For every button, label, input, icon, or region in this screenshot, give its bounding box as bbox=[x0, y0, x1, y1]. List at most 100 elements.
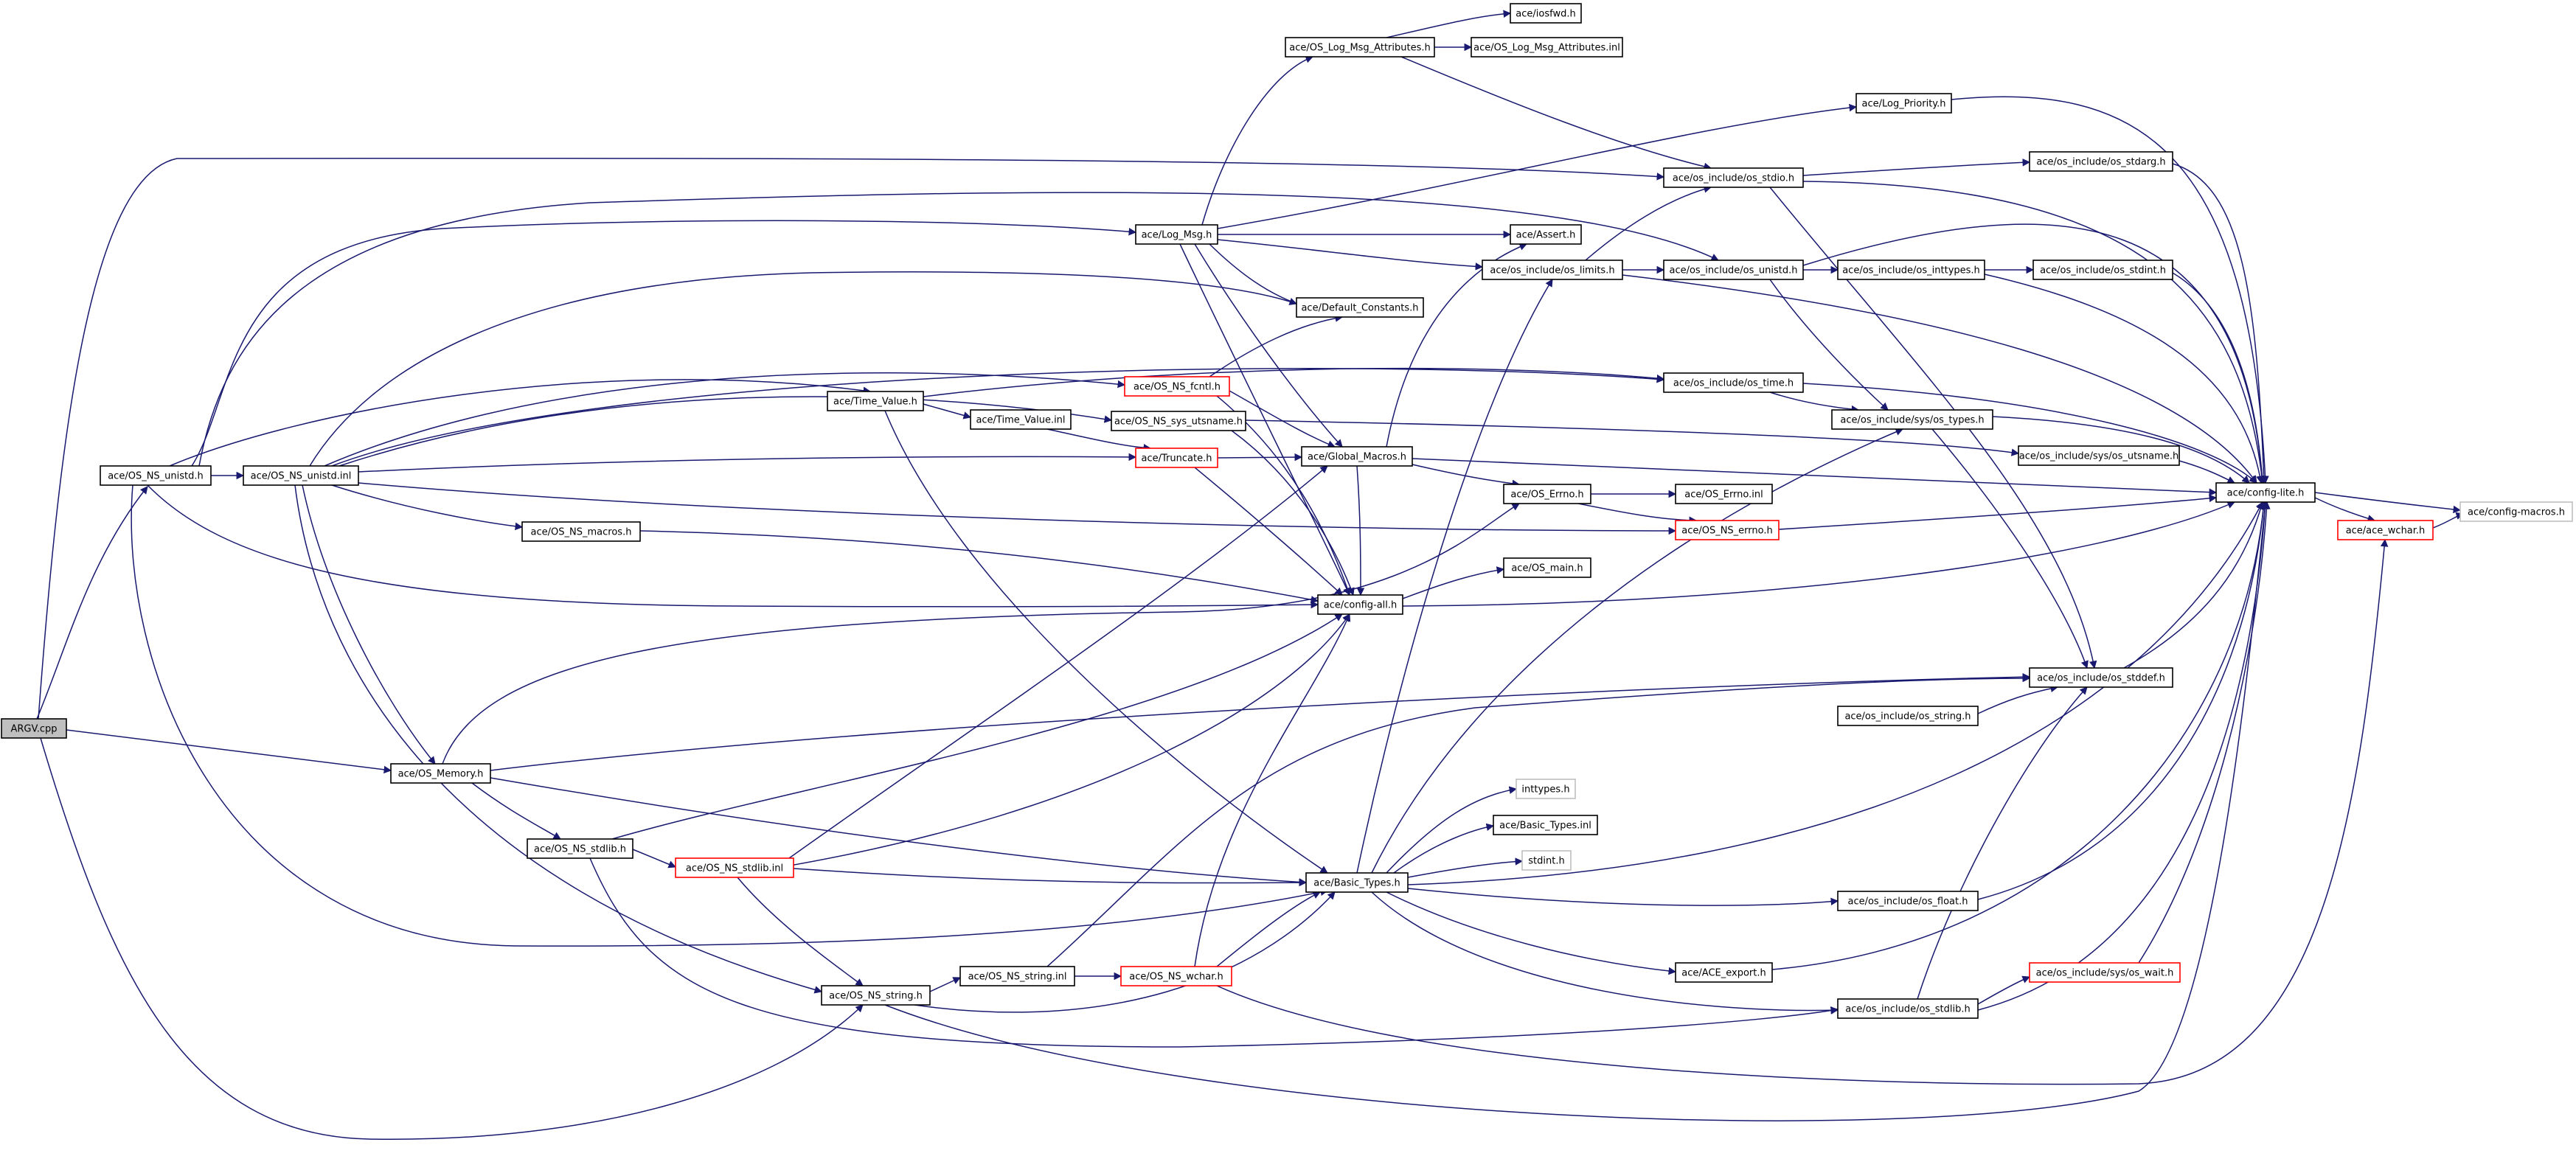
node-os-ns-string-inl[interactable]: ace/OS_NS_string.inl bbox=[959, 966, 1075, 986]
edge-os_ns_stdlib_inl-to-os_ns_string_h bbox=[737, 877, 864, 986]
node-label: ace/Global_Macros.h bbox=[1308, 452, 1406, 463]
node-os-stdlib-h[interactable]: ace/os_include/os_stdlib.h bbox=[1837, 998, 1979, 1019]
node-os-ns-fcntl-h[interactable]: ace/OS_NS_fcntl.h bbox=[1124, 376, 1230, 397]
node-os-stdarg-h[interactable]: ace/os_include/os_stdarg.h bbox=[2029, 151, 2173, 172]
node-os-ns-macros-h[interactable]: ace/OS_NS_macros.h bbox=[521, 521, 641, 542]
edge-os_ns_errno_h-to-config_lite_h bbox=[1778, 494, 2218, 530]
node-os-string-h[interactable]: ace/os_include/os_string.h bbox=[1837, 706, 1979, 726]
node-box bbox=[2029, 962, 2181, 983]
node-label: ace/ace_wchar.h bbox=[2346, 526, 2426, 537]
node-default-constants-h[interactable]: ace/Default_Constants.h bbox=[1296, 297, 1424, 318]
node-label: ace/Default_Constants.h bbox=[1301, 303, 1418, 314]
edge-basic_types_h-to-os_float_h bbox=[1407, 888, 1839, 906]
edge-os_ns_string_h-to-os_ns_string_inl bbox=[929, 977, 961, 992]
node-label: ace/OS_NS_string.inl bbox=[968, 972, 1067, 983]
edge-os_ns_stdlib_h-to-config_all_h bbox=[611, 613, 1343, 840]
node-time-value-h[interactable]: ace/Time_Value.h bbox=[827, 391, 924, 411]
node-os-inttypes-h[interactable]: ace/os_include/os_inttypes.h bbox=[1837, 260, 1985, 280]
edge-argv_cpp-to-os_stdio_h bbox=[38, 157, 1665, 720]
node-box bbox=[1471, 37, 1623, 58]
node-os-memory-h[interactable]: ace/OS_Memory.h bbox=[390, 763, 491, 784]
node-ace-export-h[interactable]: ace/ACE_export.h bbox=[1675, 962, 1773, 983]
edge-os_memory_h-to-basic_types_h bbox=[490, 777, 1308, 886]
node-sys-os-wait-h[interactable]: ace/os_include/sys/os_wait.h bbox=[2029, 962, 2181, 983]
edge-os_ns_fcntl_h-to-global_macros_h bbox=[1229, 390, 1336, 448]
node-os-stdint-h[interactable]: ace/os_include/os_stdint.h bbox=[2032, 260, 2173, 280]
edge-os_ns_unistd_h-to-os_unistd_h bbox=[198, 192, 1719, 467]
node-os-time-h[interactable]: ace/os_include/os_time.h bbox=[1663, 372, 1804, 393]
edge-os_stdlib_h-to-config_lite_h bbox=[1977, 501, 2269, 1011]
node-label: ace/os_include/sys/os_wait.h bbox=[2036, 968, 2174, 979]
edge-basic_types_h-to-os_stdlib_h bbox=[1371, 891, 1839, 1014]
edge-os_stdio_h-to-config_lite_h bbox=[1802, 181, 2266, 484]
node-os-ns-string-h[interactable]: ace/OS_NS_string.h bbox=[821, 985, 931, 1006]
node-box bbox=[1120, 966, 1232, 986]
node-os-limits-h[interactable]: ace/os_include/os_limits.h bbox=[1482, 260, 1623, 280]
node-label: ace/os_include/os_float.h bbox=[1847, 897, 1968, 908]
edge-os_memory_h-to-os_errno_h bbox=[442, 503, 1520, 765]
node-os-log-msg-attr-inl[interactable]: ace/OS_Log_Msg_Attributes.inl bbox=[1471, 37, 1623, 58]
node-argv-cpp[interactable]: ARGV.cpp bbox=[1, 718, 67, 739]
node-config-macros-h[interactable]: ace/config-macros.h bbox=[2459, 501, 2573, 522]
node-os-ns-unistd-h[interactable]: ace/OS_NS_unistd.h bbox=[100, 465, 212, 486]
edge-os_time_h-to-sys_os_types_h bbox=[1769, 391, 1860, 414]
node-label: ace/Basic_Types.inl bbox=[1499, 821, 1591, 832]
node-os-ns-errno-h[interactable]: ace/OS_NS_errno.h bbox=[1675, 520, 1780, 540]
node-box bbox=[1516, 779, 1576, 799]
edge-basic_types_h-to-os_limits_h bbox=[1356, 279, 1553, 874]
node-label: ARGV.cpp bbox=[10, 724, 57, 735]
node-box bbox=[390, 763, 491, 784]
node-time-value-inl[interactable]: ace/Time_Value.inl bbox=[970, 409, 1072, 430]
node-label: ace/Assert.h bbox=[1516, 230, 1576, 241]
node-log-msg-h[interactable]: ace/Log_Msg.h bbox=[1135, 224, 1218, 245]
node-os-unistd-h[interactable]: ace/os_include/os_unistd.h bbox=[1663, 260, 1804, 280]
edge-os_stdarg_h-to-config_lite_h bbox=[2172, 163, 2268, 484]
edge-os_ns_unistd_inl-to-os_ns_fcntl_h bbox=[324, 372, 1126, 467]
node-inttypes-h[interactable]: inttypes.h bbox=[1516, 779, 1576, 799]
node-label: ace/Basic_Types.h bbox=[1313, 878, 1400, 889]
node-basic-types-inl[interactable]: ace/Basic_Types.inl bbox=[1493, 815, 1598, 835]
node-config-all-h[interactable]: ace/config-all.h bbox=[1317, 594, 1403, 615]
node-global-macros-h[interactable]: ace/Global_Macros.h bbox=[1301, 446, 1413, 467]
node-sys-os-utsname-h[interactable]: ace/os_include/sys/os_utsname.h bbox=[2018, 445, 2180, 466]
edge-os_string_h-to-os_stddef_h bbox=[1977, 684, 2059, 714]
edge-time_value_h-to-time_value_inl bbox=[923, 403, 972, 420]
node-os-ns-unistd-inl[interactable]: ace/OS_NS_unistd.inl bbox=[243, 465, 359, 486]
node-stdint-h[interactable]: stdint.h bbox=[1521, 850, 1572, 871]
node-label: ace/os_include/os_time.h bbox=[1673, 378, 1794, 389]
node-os-stddef-h[interactable]: ace/os_include/os_stddef.h bbox=[2029, 667, 2173, 688]
node-truncate-h[interactable]: ace/Truncate.h bbox=[1135, 448, 1218, 468]
file-nodes: ARGV.cpp ace/OS_NS_unistd.h ace/OS_NS_unis… bbox=[1, 3, 2573, 1019]
node-label: ace/OS_NS_wchar.h bbox=[1129, 972, 1223, 983]
node-iosfwd-h[interactable]: ace/iosfwd.h bbox=[1510, 3, 1582, 24]
node-os-log-msg-attr-h[interactable]: ace/OS_Log_Msg_Attributes.h bbox=[1285, 37, 1435, 58]
node-sys-os-types-h[interactable]: ace/os_include/sys/os_types.h bbox=[1831, 409, 1993, 430]
node-os-errno-inl[interactable]: ace/OS_Errno.inl bbox=[1675, 484, 1773, 504]
node-box bbox=[1301, 446, 1413, 467]
node-label: ace/OS_NS_unistd.h bbox=[108, 471, 204, 482]
node-os-float-h[interactable]: ace/os_include/os_float.h bbox=[1837, 891, 1979, 911]
node-os-stdio-h[interactable]: ace/os_include/os_stdio.h bbox=[1663, 167, 1804, 188]
node-os-ns-stdlib-h[interactable]: ace/OS_NS_stdlib.h bbox=[527, 838, 633, 859]
node-log-priority-h[interactable]: ace/Log_Priority.h bbox=[1855, 93, 1952, 114]
node-label: ace/OS_Errno.inl bbox=[1684, 490, 1763, 501]
node-box bbox=[1837, 998, 1979, 1019]
node-os-ns-sys-utsname-h[interactable]: ace/OS_NS_sys_utsname.h bbox=[1111, 411, 1246, 431]
node-os-ns-wchar-h[interactable]: ace/OS_NS_wchar.h bbox=[1120, 966, 1232, 986]
node-os-ns-stdlib-inl[interactable]: ace/OS_NS_stdlib.inl bbox=[675, 857, 794, 878]
edge-os_ns_unistd_h-to-log_msg_h bbox=[191, 220, 1137, 467]
edge-os_ns_string_inl-to-os_stddef_h bbox=[1046, 674, 2031, 967]
edge-os_ns_stdlib_inl-to-basic_types_h bbox=[793, 868, 1308, 887]
node-label: ace/OS_NS_string.h bbox=[829, 991, 923, 1002]
node-label: ace/os_include/os_stddef.h bbox=[2037, 673, 2165, 684]
node-os-errno-h[interactable]: ace/OS_Errno.h bbox=[1503, 484, 1591, 504]
node-ace-wchar-h[interactable]: ace/ace_wchar.h bbox=[2337, 520, 2434, 540]
edge-argv_cpp-to-os_memory_h bbox=[66, 729, 392, 774]
edge-os_stddef_h-to-config_lite_h bbox=[2123, 501, 2265, 669]
node-basic-types-h[interactable]: ace/Basic_Types.h bbox=[1305, 872, 1409, 893]
node-box bbox=[1521, 850, 1572, 871]
node-assert-h[interactable]: ace/Assert.h bbox=[1510, 224, 1582, 245]
node-os-main-h[interactable]: ace/OS_main.h bbox=[1503, 557, 1591, 578]
node-config-lite-h[interactable]: ace/config-lite.h bbox=[2215, 482, 2316, 503]
